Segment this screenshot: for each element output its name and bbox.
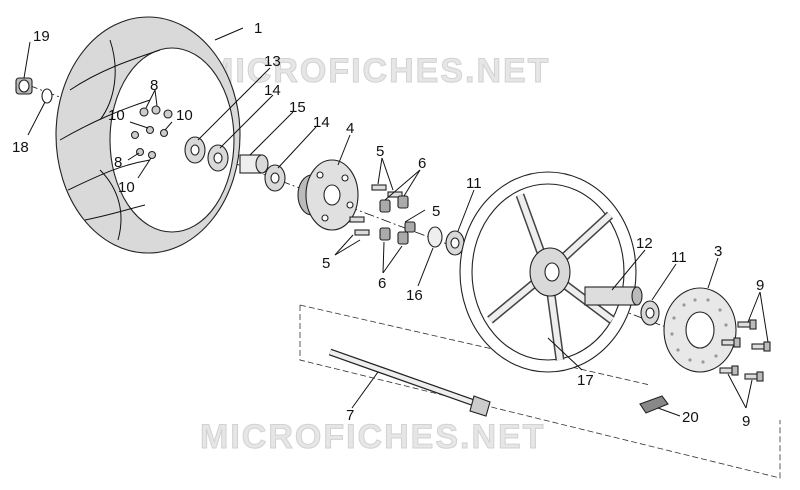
rubber-block-group bbox=[379, 195, 416, 245]
bolt-group bbox=[719, 319, 771, 382]
callout-6: 6 bbox=[378, 275, 386, 292]
damper-bush-group bbox=[130, 105, 173, 160]
callout-9: 9 bbox=[742, 413, 750, 430]
callout-1: 1 bbox=[254, 20, 262, 37]
callout-18: 18 bbox=[12, 139, 29, 156]
callout-4: 4 bbox=[346, 120, 354, 137]
callout-11: 11 bbox=[466, 175, 482, 192]
leader-lines bbox=[23, 27, 769, 417]
callout-labels: 1 19 18 13 14 15 14 8 10 10 8 10 4 5 6 5… bbox=[12, 20, 764, 430]
bearing-part bbox=[184, 136, 206, 164]
pin-group bbox=[349, 184, 403, 236]
axle-group-box-top bbox=[299, 304, 651, 386]
tyre-part bbox=[55, 16, 241, 254]
callout-15: 15 bbox=[289, 99, 306, 116]
spacer-part bbox=[239, 154, 269, 174]
washer-part bbox=[41, 88, 53, 104]
wheel-rim-part bbox=[459, 171, 637, 373]
hub-part bbox=[297, 159, 359, 231]
callout-14: 14 bbox=[264, 82, 281, 99]
brake-disc-part bbox=[663, 287, 737, 373]
axle-part bbox=[328, 348, 491, 417]
bearing-part bbox=[445, 230, 465, 256]
callout-20: 20 bbox=[682, 409, 699, 426]
bearing-part bbox=[264, 164, 286, 192]
callout-3: 3 bbox=[714, 243, 722, 260]
callout-11: 11 bbox=[671, 249, 687, 266]
callout-7: 7 bbox=[346, 407, 354, 424]
bearing-part bbox=[427, 226, 443, 248]
watermark-top: MICROFICHES.NET bbox=[205, 52, 550, 90]
bearing-part bbox=[640, 300, 660, 326]
callout-6: 6 bbox=[418, 155, 426, 172]
callout-5: 5 bbox=[432, 203, 440, 220]
callout-16: 16 bbox=[406, 287, 423, 304]
callout-5: 5 bbox=[376, 143, 384, 160]
callout-10: 10 bbox=[176, 107, 193, 124]
callout-5: 5 bbox=[322, 255, 330, 272]
callout-10: 10 bbox=[118, 179, 135, 196]
nut-part bbox=[15, 77, 33, 95]
bearing-part bbox=[207, 144, 229, 172]
spacer-part bbox=[584, 286, 643, 306]
callout-8: 8 bbox=[114, 154, 122, 171]
callout-17: 17 bbox=[577, 372, 594, 389]
callout-13: 13 bbox=[264, 53, 281, 70]
callout-9: 9 bbox=[756, 277, 764, 294]
callout-12: 12 bbox=[636, 235, 653, 252]
axle-group-box bbox=[299, 305, 781, 479]
callout-10: 10 bbox=[108, 107, 125, 124]
callout-14: 14 bbox=[313, 114, 330, 131]
callout-19: 19 bbox=[33, 28, 50, 45]
warning-label-part bbox=[639, 395, 669, 414]
callout-8: 8 bbox=[150, 77, 158, 94]
watermark-bottom: MICROFICHES.NET bbox=[200, 418, 545, 456]
